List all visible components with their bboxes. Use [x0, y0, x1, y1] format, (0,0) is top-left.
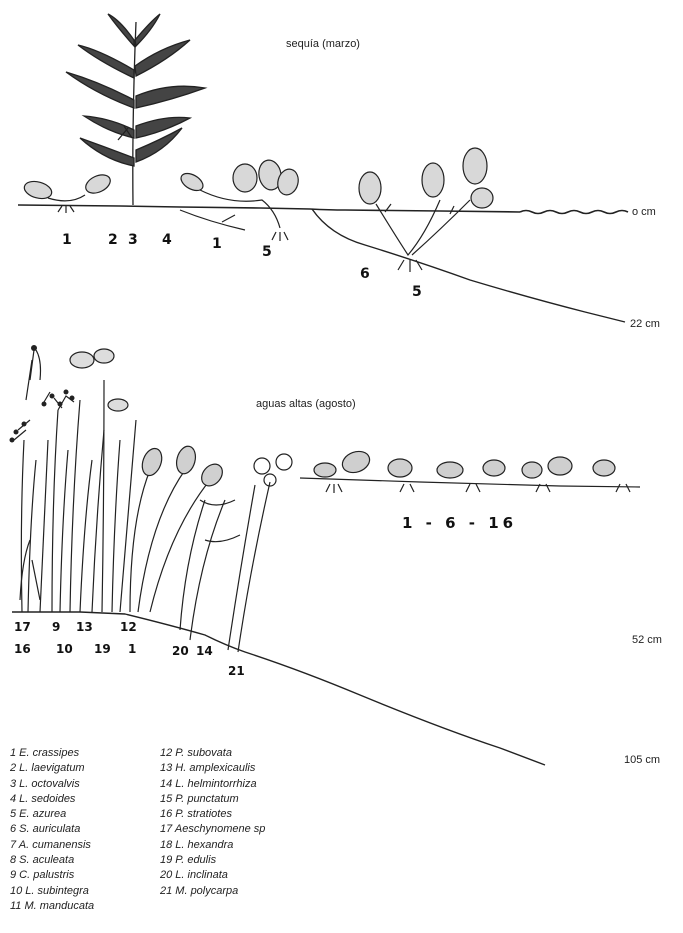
- legend-entry-18: 18 L. hexandra: [160, 838, 265, 853]
- top-number-3: 3: [128, 232, 138, 248]
- bottom-number-10: 10: [56, 642, 73, 656]
- legend-entry-20: 20 L. inclinata: [160, 868, 265, 883]
- legend-entry-21: 21 M. polycarpa: [160, 884, 265, 899]
- top-number-5b: 5: [412, 284, 422, 300]
- bottom-depth-mid: 52 cm: [632, 634, 662, 646]
- reed-seed-dots: [10, 345, 75, 443]
- legend-entry-16: 16 P. stratiotes: [160, 807, 265, 822]
- legend-entry-4: 4 L. sedoides: [10, 792, 94, 807]
- top-panel-title: sequía (marzo): [286, 38, 360, 50]
- legend-entry-7: 7 A. cumanensis: [10, 838, 94, 853]
- top-number-4: 4: [162, 232, 172, 248]
- top-number-5a: 5: [262, 244, 272, 260]
- floating-species-label: 1 - 6 - 16: [402, 514, 517, 532]
- top-water-surface: [18, 205, 628, 214]
- species-legend-right: 12 P. subovata 13 H. amplexicaulis 14 L.…: [160, 746, 265, 899]
- top-number-2: 2: [108, 232, 118, 248]
- bottom-number-9: 9: [52, 620, 60, 634]
- bottom-number-12: 12: [120, 620, 137, 634]
- legend-entry-3: 3 L. octovalvis: [10, 777, 94, 792]
- bottom-number-21: 21: [228, 664, 245, 678]
- legend-entry-15: 15 P. punctatum: [160, 792, 265, 807]
- bottom-number-19: 19: [94, 642, 111, 656]
- top-number-1a: 1: [62, 232, 72, 248]
- legend-entry-10: 10 L. subintegra: [10, 884, 94, 899]
- top-number-1b: 1: [212, 236, 222, 252]
- bottom-number-16: 16: [14, 642, 31, 656]
- bottom-number-13: 13: [76, 620, 93, 634]
- legend-entry-12: 12 P. subovata: [160, 746, 265, 761]
- legend-entry-6: 6 S. auriculata: [10, 822, 94, 837]
- legend-entry-2: 2 L. laevigatum: [10, 761, 94, 776]
- legend-entry-17: 17 Aeschynomene sp: [160, 822, 265, 837]
- top-bottom-profile: [312, 209, 625, 322]
- bottom-water-surface: [300, 478, 640, 487]
- legend-entry-14: 14 L. helmintorrhiza: [160, 777, 265, 792]
- legend-entry-11: 11 M. manducata: [10, 899, 94, 914]
- top-number-6: 6: [360, 266, 370, 282]
- legend-entry-13: 13 H. amplexicaulis: [160, 761, 265, 776]
- bottom-number-14: 14: [196, 644, 213, 658]
- legend-entry-8: 8 S. aculeata: [10, 853, 94, 868]
- legend-entry-1: 1 E. crassipes: [10, 746, 94, 761]
- bottom-profile: [12, 612, 545, 765]
- legend-entry-5: 5 E. azurea: [10, 807, 94, 822]
- floating-plants-top: [22, 148, 493, 272]
- bottom-number-1: 1: [128, 642, 136, 656]
- bottom-number-17: 17: [14, 620, 31, 634]
- species-legend-left: 1 E. crassipes 2 L. laevigatum 3 L. octo…: [10, 746, 94, 914]
- top-depth-surface: o cm: [632, 206, 656, 218]
- bottom-depth-deep: 105 cm: [624, 754, 660, 766]
- top-depth-bottom: 22 cm: [630, 318, 660, 330]
- legend-entry-19: 19 P. edulis: [160, 853, 265, 868]
- legend-entry-9: 9 C. palustris: [10, 868, 94, 883]
- bottom-number-20: 20: [172, 644, 189, 658]
- bottom-panel-title: aguas altas (agosto): [256, 398, 356, 410]
- emergent-reeds: [14, 349, 136, 612]
